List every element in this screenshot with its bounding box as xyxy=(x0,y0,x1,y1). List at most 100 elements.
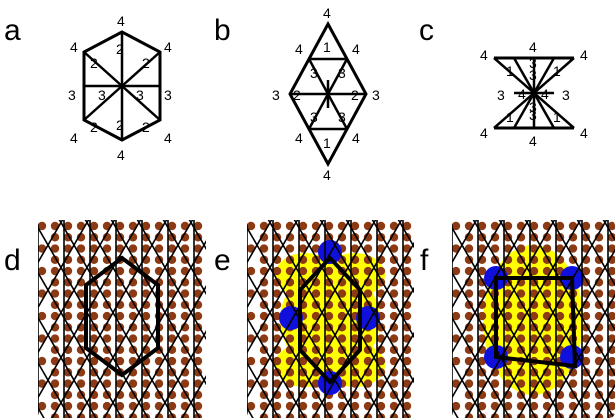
grid-line xyxy=(99,220,206,418)
atom xyxy=(38,266,47,276)
atom xyxy=(416,334,424,342)
panel-letter-c: c xyxy=(419,14,434,47)
label: 4 xyxy=(323,5,331,21)
atom xyxy=(63,266,73,276)
atom xyxy=(477,356,487,366)
atom xyxy=(529,311,539,321)
atom xyxy=(247,356,256,366)
label: 4 xyxy=(323,167,331,183)
grid-line xyxy=(38,220,153,418)
inner-labels-b: 1 1 3 3 3 3 2 2 xyxy=(293,39,359,151)
atom xyxy=(581,311,591,321)
atom xyxy=(402,311,412,321)
atom xyxy=(193,266,203,276)
atom xyxy=(516,244,526,253)
atom xyxy=(167,266,177,276)
label: 3 xyxy=(310,109,318,125)
grid-line xyxy=(452,220,549,418)
hexagon-diagram-a xyxy=(82,30,162,142)
label: 4 xyxy=(518,86,526,102)
label: 4 xyxy=(580,125,588,141)
atom xyxy=(363,289,373,298)
atom xyxy=(50,379,60,388)
atom xyxy=(416,312,424,320)
atom xyxy=(376,401,386,411)
grid-line xyxy=(247,220,292,418)
atom xyxy=(568,244,578,253)
label: 4 xyxy=(352,41,360,57)
grid-line xyxy=(38,220,135,418)
grid-e xyxy=(247,220,414,418)
atom xyxy=(555,401,565,411)
atom xyxy=(416,233,424,241)
grid-line xyxy=(177,220,206,418)
label: 1 xyxy=(506,63,514,79)
atom xyxy=(452,311,461,321)
atom xyxy=(416,278,424,286)
atom xyxy=(102,379,112,388)
atom xyxy=(89,356,99,366)
grid-line xyxy=(308,220,414,418)
rhombus-outline-b xyxy=(288,20,368,168)
atom xyxy=(452,401,461,411)
atom xyxy=(207,391,215,399)
atom xyxy=(311,289,321,298)
atom xyxy=(207,368,215,376)
label: 3 xyxy=(529,107,537,123)
quad-outline-f xyxy=(494,276,578,369)
grid-line xyxy=(452,220,489,418)
grid-line xyxy=(0,200,22,418)
atom xyxy=(38,401,47,411)
grid-line xyxy=(143,220,206,418)
atom xyxy=(477,266,487,276)
grid-line xyxy=(583,220,615,418)
atom xyxy=(416,368,424,376)
atom xyxy=(402,401,412,411)
label: 2 xyxy=(142,55,150,71)
label: 1 xyxy=(323,39,331,55)
label: 3 xyxy=(164,87,172,103)
atom xyxy=(76,289,86,298)
atom xyxy=(311,334,321,343)
atom xyxy=(89,266,99,276)
grid-line xyxy=(513,220,615,418)
panel-b: b 4 4 4 4 4 4 3 3 1 1 3 3 3 3 2 xyxy=(214,5,380,183)
label: 4 xyxy=(295,41,303,57)
atom xyxy=(207,346,215,354)
atom xyxy=(594,244,604,253)
label: 2 xyxy=(351,87,359,103)
atom xyxy=(416,301,424,309)
atom xyxy=(115,311,125,321)
grid-line xyxy=(360,220,414,418)
atom xyxy=(115,266,125,276)
inner-labels-a: 2 2 2 2 2 2 3 3 xyxy=(90,41,150,135)
atom xyxy=(102,244,112,253)
grid-line xyxy=(453,220,593,418)
atom xyxy=(141,221,151,231)
grid-line xyxy=(274,220,414,418)
grid-line xyxy=(38,220,161,418)
label: 4 xyxy=(117,13,125,29)
atom xyxy=(503,413,513,418)
grid-line xyxy=(65,220,205,418)
label: 4 xyxy=(480,47,488,63)
atom xyxy=(128,379,138,388)
grid-line xyxy=(479,220,615,418)
atom xyxy=(272,221,282,231)
atom xyxy=(416,413,424,418)
grid-line xyxy=(461,220,601,418)
atom xyxy=(207,312,215,320)
atom xyxy=(167,221,177,231)
atom xyxy=(259,379,269,388)
grid-line xyxy=(452,220,497,418)
atom xyxy=(452,221,461,231)
grid-line xyxy=(0,200,3,418)
inner-labels-c: 1 3 1 1 3 1 3 3 4 4 xyxy=(506,55,561,125)
atom xyxy=(376,356,386,366)
atom xyxy=(452,356,461,366)
atom xyxy=(193,311,203,321)
atom xyxy=(581,266,591,276)
panel-letter-e: e xyxy=(214,244,231,277)
grid-line xyxy=(557,220,615,418)
atom xyxy=(193,356,203,366)
